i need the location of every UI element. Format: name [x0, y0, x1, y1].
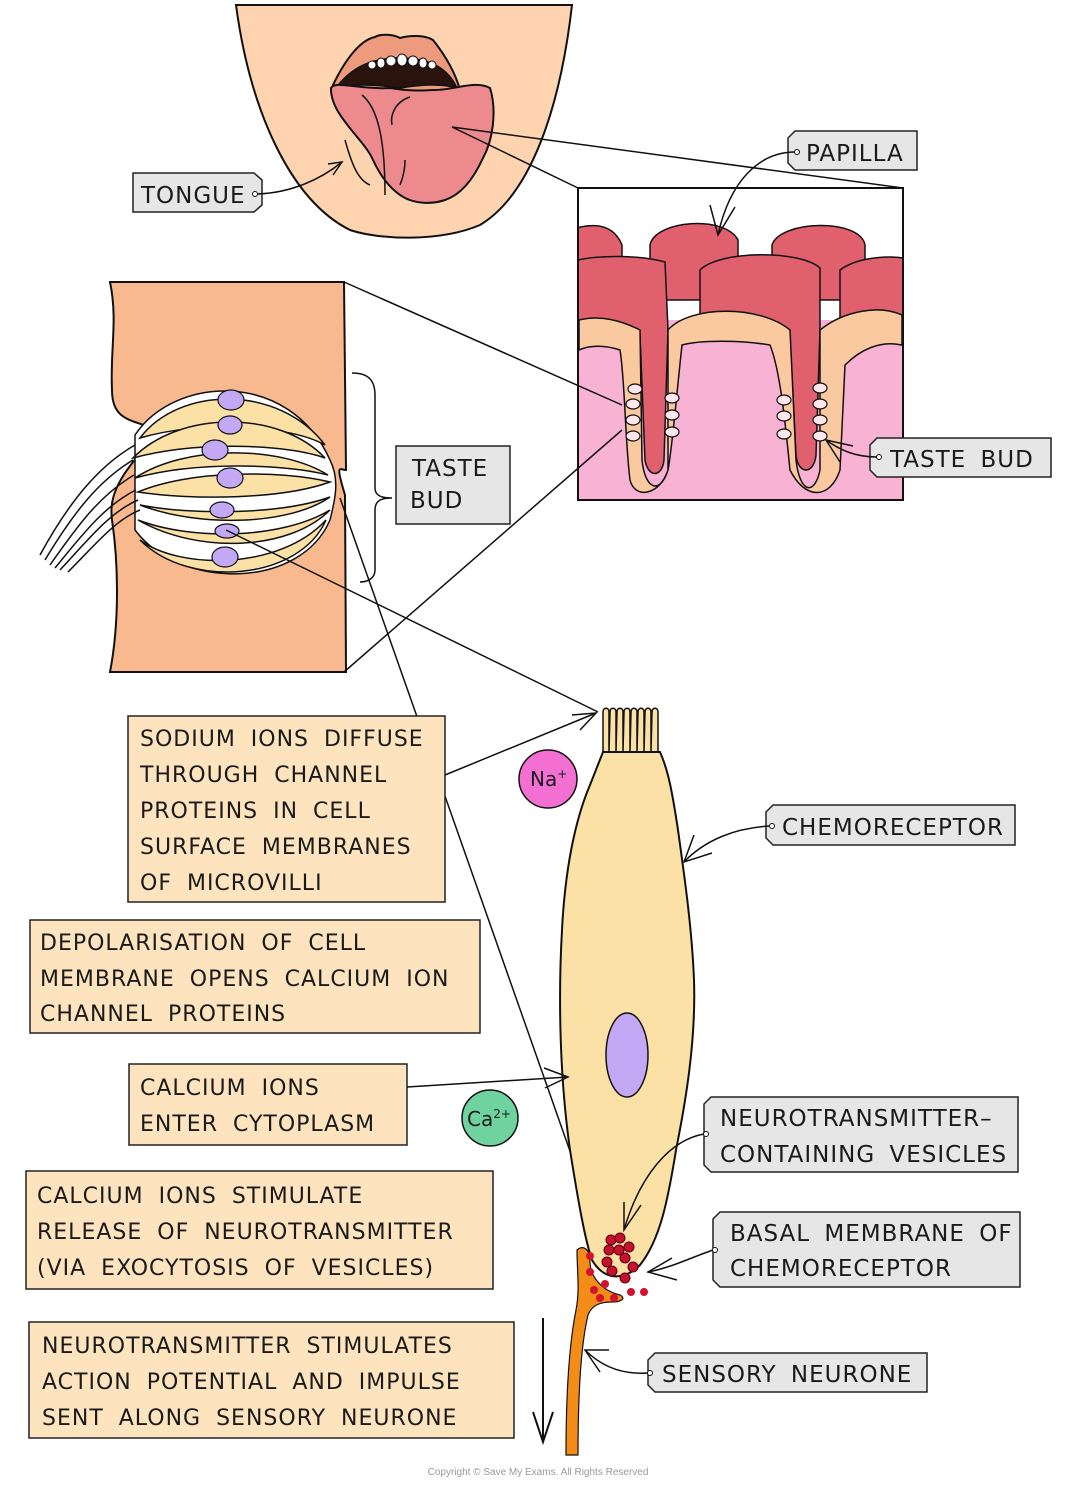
taste-bud-section [39, 281, 393, 673]
nucleus [605, 1012, 649, 1098]
label-chemoreceptor: CHEMORECEPTOR [682, 804, 1016, 864]
label-tongue-text: TONGUE [140, 183, 246, 209]
svg-text:CALCIUM IONS: CALCIUM IONS [140, 1076, 320, 1101]
svg-text:CHANNEL PROTEINS: CHANNEL PROTEINS [40, 1002, 286, 1027]
sensory-neurone [565, 1247, 624, 1456]
svg-text:DEPOLARISATION OF CELL: DEPOLARISATION OF CELL [40, 931, 366, 956]
svg-text:RELEASE OF NEUROTRANSMITTER: RELEASE OF NEUROTRANSMITTER [37, 1220, 454, 1245]
label-papilla-text: PAPILLA [806, 141, 904, 167]
svg-text:BASAL MEMBRANE OF: BASAL MEMBRANE OF [730, 1221, 1013, 1247]
svg-text:Na+: Na+ [530, 767, 567, 791]
svg-text:CHEMORECEPTOR: CHEMORECEPTOR [782, 815, 1004, 841]
svg-text:PROTEINS IN CELL: PROTEINS IN CELL [140, 799, 371, 824]
label-tongue: TONGUE [132, 161, 344, 213]
sodium-ion: Na+ [518, 749, 578, 809]
svg-text:SENT ALONG SENSORY NEURONE: SENT ALONG SENSORY NEURONE [42, 1406, 457, 1431]
calcium-ion: Ca2+ [461, 1089, 519, 1147]
svg-text:CONTAINING VESICLES: CONTAINING VESICLES [720, 1142, 1007, 1168]
svg-text:THROUGH CHANNEL: THROUGH CHANNEL [139, 763, 387, 788]
arrowhead [709, 204, 736, 237]
step-box-5: NEUROTRANSMITTER STIMULATES ACTION POTEN… [28, 1321, 515, 1439]
arrow-step3 [406, 1076, 569, 1088]
tongue-shape [329, 83, 495, 204]
teeth [367, 53, 437, 70]
label-taste-bud-left: TASTE BUD [395, 445, 511, 525]
label-taste-bud-right: TASTE BUD [824, 437, 1052, 478]
svg-text:MEMBRANE OPENS CALCIUM ION: MEMBRANE OPENS CALCIUM ION [40, 967, 450, 992]
svg-text:SENSORY NEURONE: SENSORY NEURONE [662, 1362, 912, 1388]
svg-text:ACTION POTENTIAL AND IMPULSE: ACTION POTENTIAL AND IMPULSE [42, 1370, 461, 1395]
released-neurotransmitter [586, 1252, 648, 1302]
step-box-4: CALCIUM IONS STIMULATE RELEASE OF NEUROT… [25, 1170, 494, 1290]
copyright: Copyright © Save My Exams. All Rights Re… [428, 1467, 649, 1478]
svg-text:(VIA EXOCYTOSIS OF VESICLES): (VIA EXOCYTOSIS OF VESICLES) [37, 1256, 434, 1281]
impulse-direction-arrow [532, 1318, 554, 1446]
arrowhead [327, 161, 344, 176]
zoom-line [225, 529, 599, 713]
tongue-groove [361, 94, 386, 196]
label-taste-bud-right-text: TASTE BUD [889, 447, 1034, 473]
zoom-line [451, 126, 579, 189]
svg-text:OF MICROVILLI: OF MICROVILLI [140, 871, 323, 896]
zoom-line [339, 497, 597, 1226]
label-taste-bud-left-line2: BUD [410, 488, 463, 514]
label-vesicles: NEUROTRANSMITTER– CONTAINING VESICLES [623, 1096, 1019, 1233]
step-box-3: CALCIUM IONS ENTER CYTOPLASM [128, 1063, 408, 1146]
chemoreceptor-cell [559, 707, 696, 1278]
svg-text:CALCIUM IONS STIMULATE: CALCIUM IONS STIMULATE [37, 1184, 363, 1209]
label-taste-bud-left-line1: TASTE [411, 456, 488, 482]
zoom-line [343, 281, 623, 406]
face-illustration [234, 4, 574, 239]
arrowhead [824, 438, 854, 463]
papilla-cross-section [577, 187, 904, 501]
zoom-line [451, 126, 904, 189]
svg-text:NEUROTRANSMITTER STIMULATES: NEUROTRANSMITTER STIMULATES [42, 1334, 453, 1359]
step-box-2: DEPOLARISATION OF CELL MEMBRANE OPENS CA… [29, 919, 481, 1034]
brace [351, 372, 393, 583]
svg-text:Ca2+: Ca2+ [467, 1107, 511, 1131]
step-box-1: SODIUM IONS DIFFUSE THROUGH CHANNEL PROT… [127, 715, 446, 903]
label-papilla: PAPILLA [709, 130, 918, 237]
svg-text:CHEMORECEPTOR: CHEMORECEPTOR [730, 1256, 952, 1282]
svg-text:NEUROTRANSMITTER–: NEUROTRANSMITTER– [720, 1106, 993, 1132]
label-sensory-neurone: SENSORY NEURONE [583, 1349, 928, 1393]
label-basal-membrane: BASAL MEMBRANE OF CHEMORECEPTOR [646, 1211, 1021, 1288]
svg-text:SODIUM IONS DIFFUSE: SODIUM IONS DIFFUSE [140, 727, 424, 752]
svg-text:ENTER CYTOPLASM: ENTER CYTOPLASM [140, 1112, 375, 1137]
zoom-line [343, 429, 623, 673]
svg-text:SURFACE MEMBRANES: SURFACE MEMBRANES [140, 835, 412, 860]
arrow-step1 [444, 712, 597, 776]
vesicles [601, 1232, 639, 1284]
